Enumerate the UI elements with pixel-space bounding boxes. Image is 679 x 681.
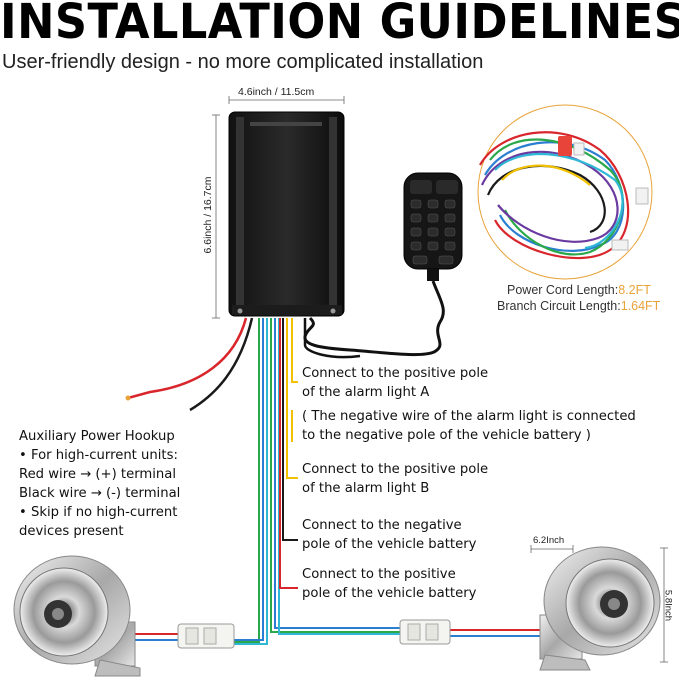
box-width-label: 4.6inch / 11.5cm	[238, 86, 315, 98]
speaker-height-label: 5.8Inch	[662, 589, 674, 622]
b-line-2: of the alarm light B	[302, 481, 430, 496]
box-width-dimension	[228, 96, 345, 104]
negative-wire-note: ( The negative wire of the alarm light i…	[302, 407, 636, 445]
left-speaker-wires	[130, 633, 178, 641]
pos-line-2: pole of the vehicle battery	[302, 586, 477, 601]
auxiliary-power-text: Auxiliary Power Hookup • For high-curren…	[19, 427, 180, 541]
bus-wires	[234, 318, 405, 645]
connector-icon	[399, 619, 451, 645]
speaker-icon	[13, 555, 141, 677]
note-line-2: to the negative pole of the vehicle batt…	[302, 428, 591, 443]
alarm-light-a-annotation: Connect to the positive pole of the alar…	[302, 364, 488, 402]
speaker-dimensions	[530, 545, 668, 663]
amplifier-box-icon	[228, 111, 345, 317]
pos-line-1: Connect to the positive	[302, 567, 456, 582]
power-cord-length: Power Cord Length:8.2FT	[507, 283, 651, 297]
branch-label: Branch Circuit Length:	[497, 299, 621, 313]
a1-line-2: of the alarm light A	[302, 385, 430, 400]
aux-line-1: Auxiliary Power Hookup	[19, 429, 175, 444]
neg-line-1: Connect to the negative	[302, 518, 462, 533]
box-height-label: 6.6inch / 16.7cm	[202, 176, 214, 254]
alarm-light-b-annotation: Connect to the positive pole of the alar…	[302, 460, 488, 498]
power-cord-label: Power Cord Length:	[507, 283, 619, 297]
controller-cord	[303, 280, 445, 357]
right-speaker-wires	[450, 629, 545, 637]
battery-positive-annotation: Connect to the positive pole of the vehi…	[302, 565, 476, 603]
aux-line-6: devices present	[19, 524, 124, 539]
aux-line-3: Red wire → (+) terminal	[19, 467, 176, 482]
page-subtitle: User-friendly design - no more complicat…	[2, 51, 484, 73]
neg-line-2: pole of the vehicle battery	[302, 537, 477, 552]
speaker-icon	[539, 546, 661, 671]
aux-line-5: • Skip if no high-current	[19, 505, 178, 520]
b-line-1: Connect to the positive pole	[302, 462, 489, 477]
aux-line-4: Black wire → (-) terminal	[19, 486, 181, 501]
aux-line-2: • For high-current units:	[19, 448, 178, 463]
box-height-dimension	[212, 114, 220, 319]
power-cord-value: 8.2FT	[618, 283, 651, 297]
note-line-1: ( The negative wire of the alarm light i…	[302, 409, 636, 424]
battery-negative-annotation: Connect to the negative pole of the vehi…	[302, 516, 476, 554]
controller-icon	[403, 172, 463, 281]
branch-value: 1.64FT	[620, 299, 661, 313]
page-title: INSTALLATION GUIDELINES	[0, 0, 679, 50]
connector-icon	[177, 623, 235, 649]
auxiliary-power-wires	[125, 317, 254, 412]
a1-line-1: Connect to the positive pole	[302, 366, 489, 381]
branch-circuit-length: Branch Circuit Length:1.64FT	[497, 299, 660, 313]
wire-harness-icon	[477, 104, 653, 280]
speaker-width-label: 6.2Inch	[533, 535, 565, 546]
